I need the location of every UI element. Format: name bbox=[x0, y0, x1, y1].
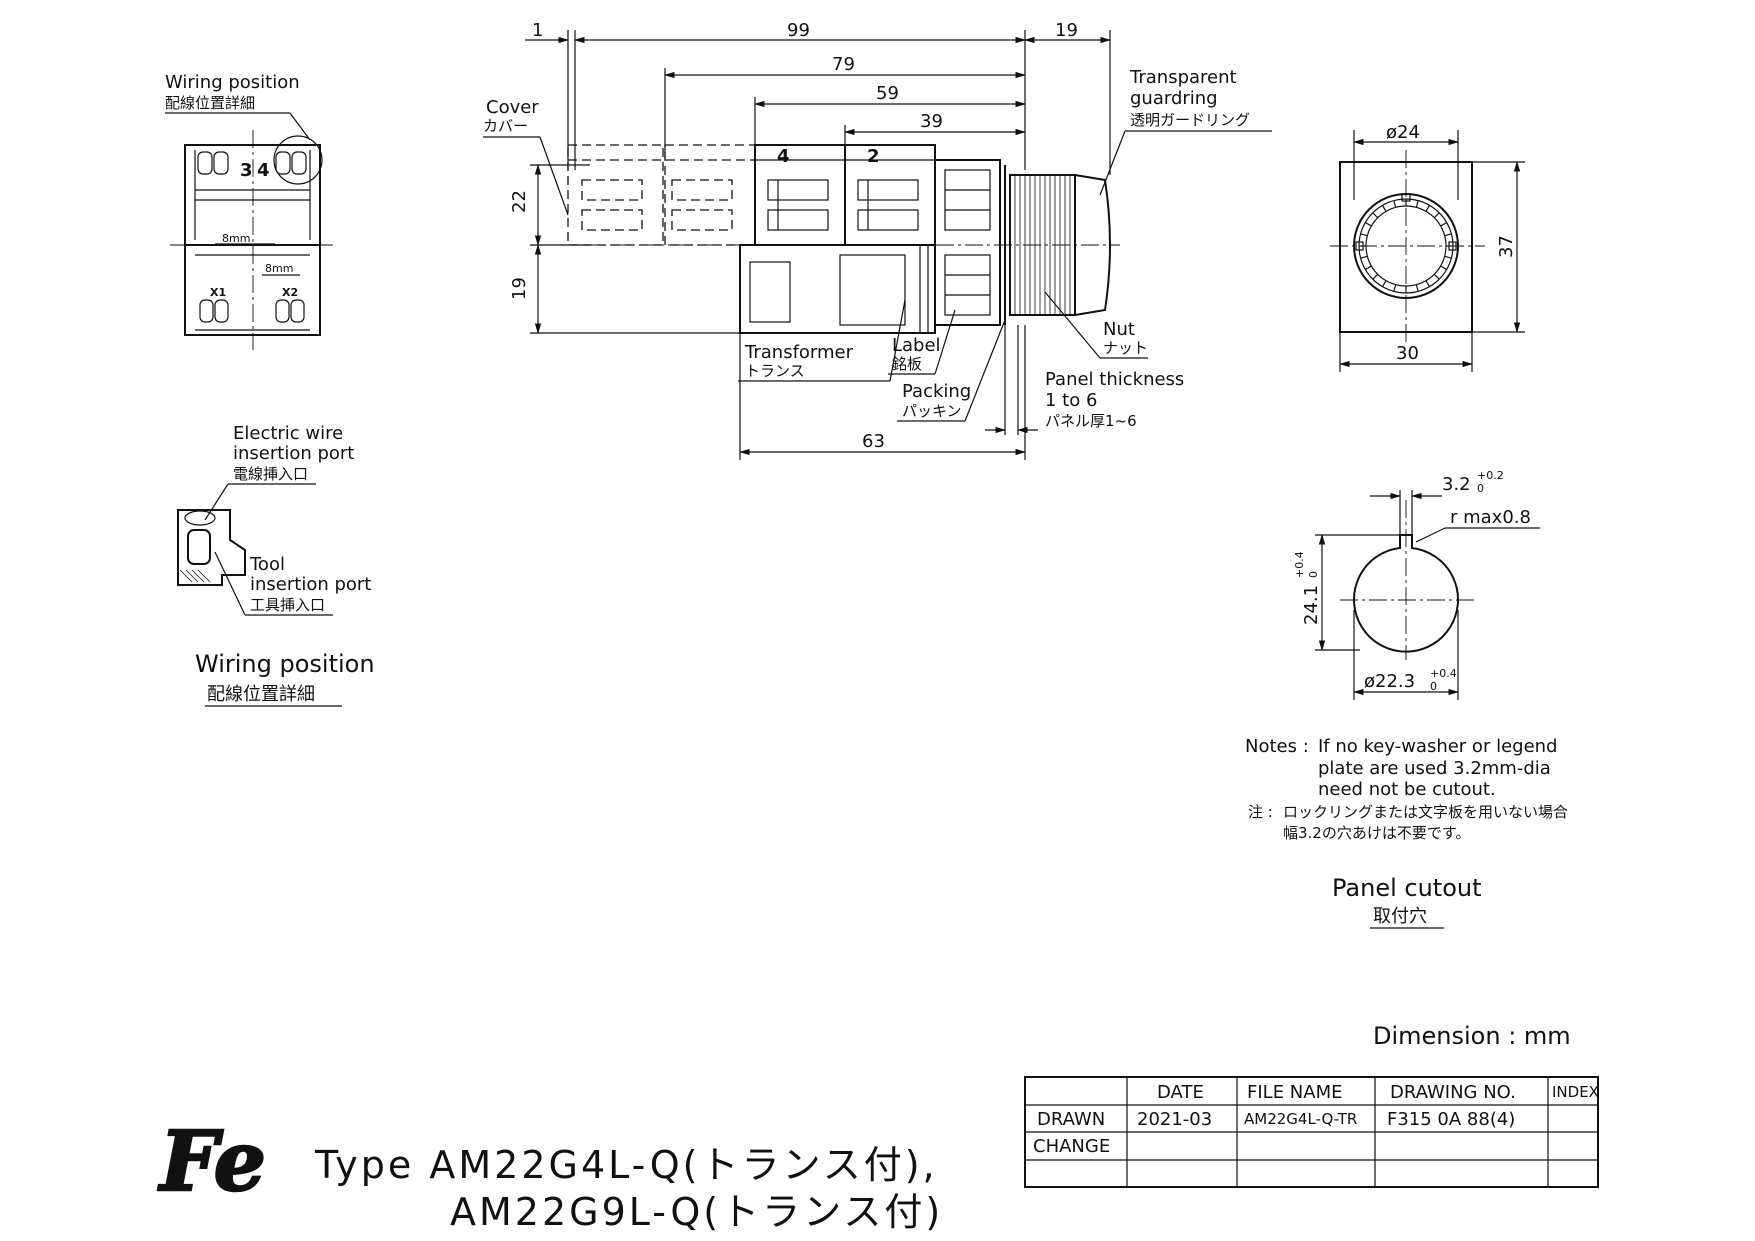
side-view: 1 99 19 79 59 39 Cover カバー 22 19 bbox=[483, 20, 1272, 460]
dim-phi22-3-tol-up: +0.4 bbox=[1430, 667, 1457, 680]
notes-jp-prefix: 注 : bbox=[1248, 803, 1273, 821]
dim-h24-1-tol-up: +0.4 bbox=[1293, 551, 1306, 578]
front-view: ø24 37 30 bbox=[1330, 122, 1525, 372]
guardring-label-en2: guardring bbox=[1130, 88, 1218, 109]
cover-label-jp: カバー bbox=[483, 117, 528, 135]
wiring-pos-label-en: Wiring position bbox=[165, 72, 300, 93]
dim-rmax: r max0.8 bbox=[1450, 507, 1531, 528]
dim-99: 99 bbox=[787, 20, 810, 41]
dim-79: 79 bbox=[832, 54, 855, 75]
dim-slot-tol-up: +0.2 bbox=[1477, 469, 1504, 482]
tb-change-label: CHANGE bbox=[1033, 1136, 1110, 1157]
dim-22: 22 bbox=[509, 190, 530, 213]
notes-line-3: need not be cutout. bbox=[1318, 779, 1496, 800]
dimension-unit: Dimension : mm bbox=[1373, 1022, 1571, 1050]
tb-header-file-name: FILE NAME bbox=[1247, 1082, 1342, 1103]
dim-phi22-3: ø22.3 bbox=[1364, 671, 1415, 692]
wiring-caption-jp: 配線位置詳細 bbox=[207, 684, 315, 705]
wiring-pos-label-jp: 配線位置詳細 bbox=[165, 94, 255, 112]
packing-label-jp: パッキン bbox=[902, 402, 962, 420]
tool-port-label-en2: insertion port bbox=[250, 574, 371, 595]
tb-drawn-date: 2021-03 bbox=[1137, 1109, 1212, 1130]
type-line-2: AM22G9L-Q(トランス付) bbox=[450, 1190, 943, 1234]
insertion-port-detail: Electric wire insertion port 電線挿入口 Tool … bbox=[177, 423, 375, 707]
slot-2-label: 2 bbox=[867, 146, 880, 167]
wire-port-label-jp: 電線挿入口 bbox=[233, 465, 308, 483]
logo-and-type: Fe Type AM22G4L-Q(トランス付), AM22G9L-Q(トランス… bbox=[157, 1113, 943, 1234]
wiring-position-view: Wiring position 配線位置詳細 3 4 X1 X2 8mm 8mm bbox=[165, 72, 335, 350]
terminal-x1-label: X1 bbox=[210, 286, 226, 299]
tb-drawn-file-name: AM22G4L-Q-TR bbox=[1244, 1110, 1357, 1128]
notes-jp-line-1: ロックリングまたは文字板を用いない場合 bbox=[1283, 803, 1568, 821]
tb-header-drawing-no: DRAWING NO. bbox=[1390, 1082, 1516, 1103]
label-label-jp: 銘板 bbox=[892, 355, 922, 373]
notes-line-1: If no key-washer or legend bbox=[1318, 736, 1557, 757]
packing-label-en: Packing bbox=[902, 381, 971, 402]
tool-port-label-en1: Tool bbox=[249, 554, 285, 575]
notes-block: Notes : If no key-washer or legend plate… bbox=[1245, 736, 1571, 1050]
dim-19-side: 19 bbox=[509, 277, 530, 300]
strip-length-a: 8mm bbox=[222, 232, 250, 245]
dim-59: 59 bbox=[876, 83, 899, 104]
tb-header-index: INDEX bbox=[1552, 1083, 1599, 1101]
dim-37: 37 bbox=[1496, 235, 1517, 258]
terminal-4-label: 4 bbox=[257, 160, 270, 181]
dim-h24-1-tol-lo: 0 bbox=[1307, 571, 1320, 578]
dim-slot-width: 3.2 bbox=[1442, 474, 1471, 495]
cover-label-en: Cover bbox=[486, 97, 539, 118]
wiring-caption-en: Wiring position bbox=[195, 650, 375, 678]
wire-port-label-en2: insertion port bbox=[233, 443, 354, 464]
cutout-caption-jp: 取付穴 bbox=[1373, 906, 1427, 927]
dim-39: 39 bbox=[920, 111, 943, 132]
slot-4-label: 4 bbox=[777, 146, 790, 167]
panel-thickness-en2: 1 to 6 bbox=[1045, 390, 1097, 411]
notes-prefix: Notes : bbox=[1245, 736, 1309, 757]
dim-1: 1 bbox=[532, 20, 543, 41]
type-line-1: Type AM22G4L-Q(トランス付), bbox=[314, 1143, 938, 1187]
dim-phi24: ø24 bbox=[1386, 122, 1420, 143]
nut-label-jp: ナット bbox=[1103, 339, 1148, 357]
panel-thickness-jp: パネル厚1~6 bbox=[1045, 412, 1137, 430]
wire-port-label-en1: Electric wire bbox=[233, 423, 343, 444]
dim-63: 63 bbox=[862, 431, 885, 452]
cutout-caption-en: Panel cutout bbox=[1332, 874, 1482, 902]
tb-header-date: DATE bbox=[1157, 1082, 1204, 1103]
transformer-label-en: Transformer bbox=[744, 342, 854, 363]
terminal-x2-label: X2 bbox=[282, 286, 298, 299]
panel-thickness-en1: Panel thickness bbox=[1045, 369, 1184, 390]
guardring-label-jp: 透明ガードリング bbox=[1130, 111, 1250, 129]
tool-port-label-jp: 工具挿入口 bbox=[250, 596, 325, 614]
guardring-label-en1: Transparent bbox=[1129, 67, 1237, 88]
notes-jp-line-2: 幅3.2の穴あけは不要です。 bbox=[1283, 824, 1470, 842]
fe-logo: Fe bbox=[158, 1114, 266, 1210]
transformer-label-jp: トランス bbox=[745, 362, 805, 380]
nut-label-en: Nut bbox=[1103, 319, 1135, 340]
tb-drawn-label: DRAWN bbox=[1037, 1109, 1105, 1130]
strip-length-b: 8mm bbox=[265, 262, 293, 275]
tb-drawn-drawing-no: F315 0A 88(4) bbox=[1387, 1109, 1515, 1130]
terminal-3-label: 3 bbox=[240, 160, 253, 181]
dim-slot-tol-lo: 0 bbox=[1477, 482, 1484, 495]
notes-line-2: plate are used 3.2mm-dia bbox=[1318, 758, 1551, 779]
dim-30: 30 bbox=[1396, 343, 1419, 364]
dim-19-top: 19 bbox=[1055, 20, 1078, 41]
title-block: DATE FILE NAME DRAWING NO. INDEX DRAWN 2… bbox=[1024, 1076, 1599, 1188]
dim-phi22-3-tol-lo: 0 bbox=[1430, 680, 1437, 693]
label-label-en: Label bbox=[892, 335, 941, 356]
panel-cutout-view: 3.2 +0.2 0 r max0.8 24.1 +0.4 0 ø22.3 +0… bbox=[1293, 469, 1540, 700]
dim-h24-1: 24.1 bbox=[1301, 585, 1322, 625]
